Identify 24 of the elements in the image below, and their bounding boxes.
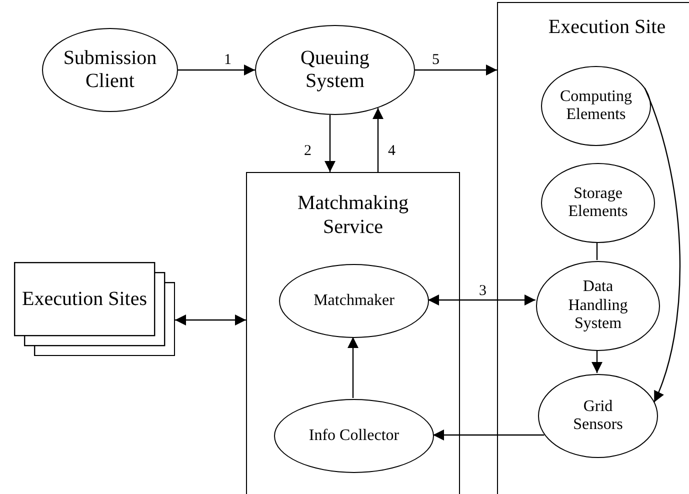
node-label: Submission Client	[62, 47, 158, 93]
arrow	[644, 88, 680, 402]
node-label: Info Collector	[308, 426, 400, 446]
arrow	[175, 314, 246, 326]
node-label: Execution Sites	[21, 287, 148, 312]
panel-box	[246, 172, 460, 494]
panel-title: Execution Site	[547, 15, 667, 39]
arrow	[433, 430, 544, 440]
arrow	[428, 294, 536, 306]
node-label: Computing Elements	[558, 88, 633, 124]
node-label: Queuing System	[300, 47, 370, 93]
node-label: Grid Sensors	[572, 398, 624, 434]
panel-title: Matchmaking Service	[296, 191, 410, 239]
arrow	[372, 108, 384, 172]
arrow	[324, 114, 336, 172]
panel-box	[497, 2, 689, 494]
arrow	[348, 337, 358, 398]
arrow	[178, 64, 255, 76]
arrow	[592, 350, 602, 373]
node-label: Data Handling System	[567, 278, 629, 334]
node-label: Matchmaker	[312, 292, 396, 310]
arrow	[415, 64, 497, 76]
stacked-box	[14, 262, 175, 356]
node-label: Storage Elements	[567, 184, 629, 222]
